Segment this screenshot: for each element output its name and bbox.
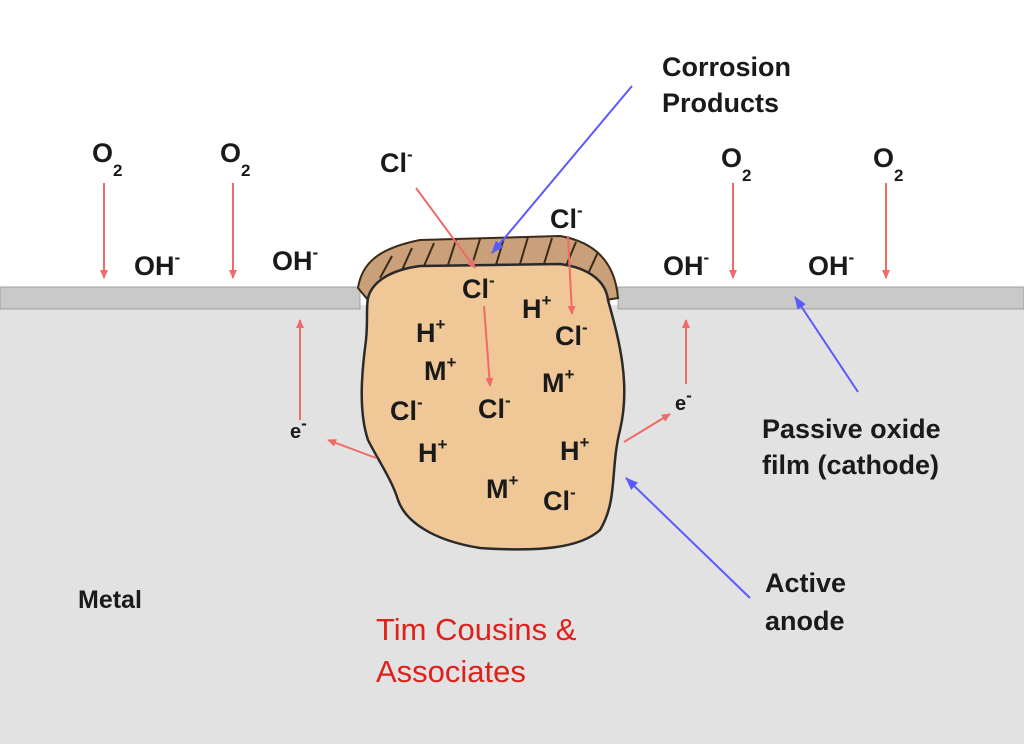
- svg-text:H+: H+: [560, 433, 590, 466]
- chloride-labels: Cl- Cl- Cl- Cl- Cl- Cl- Cl-: [380, 145, 588, 516]
- pointer-lines: [491, 85, 859, 599]
- credit-line2: Associates: [376, 654, 526, 689]
- svg-text:Cl-: Cl-: [478, 391, 511, 424]
- svg-text:OH-: OH-: [663, 248, 709, 281]
- svg-text:H+: H+: [416, 315, 446, 348]
- svg-text:H+: H+: [418, 435, 448, 468]
- svg-text:Cl-: Cl-: [380, 145, 413, 178]
- credit-line1: Tim Cousins &: [376, 612, 577, 647]
- passive-film-right: [617, 286, 1024, 310]
- svg-text:Cl-: Cl-: [550, 201, 583, 234]
- electron-arrows: [296, 319, 690, 459]
- svg-text:H+: H+: [522, 291, 552, 324]
- svg-text:OH-: OH-: [808, 248, 854, 281]
- oxygen-labels: O2 O2 O2 O2: [92, 138, 903, 185]
- svg-text:e-: e-: [290, 414, 307, 443]
- passive-film-left: [0, 286, 361, 310]
- svg-text:O2: O2: [220, 138, 250, 180]
- svg-text:Cl-: Cl-: [543, 483, 576, 516]
- svg-text:M+: M+: [542, 365, 575, 398]
- svg-text:OH-: OH-: [134, 248, 180, 281]
- svg-text:M+: M+: [486, 471, 519, 504]
- svg-text:Cl-: Cl-: [462, 271, 495, 304]
- metal-ion-labels: M+ M+ M+: [424, 353, 575, 504]
- svg-text:OH-: OH-: [272, 243, 318, 276]
- active-anode-label-line2: anode: [765, 606, 845, 636]
- electron-labels: e- e-: [290, 386, 692, 443]
- svg-text:O2: O2: [721, 143, 751, 185]
- svg-text:Cl-: Cl-: [555, 318, 588, 351]
- corrosion-pit: [360, 262, 626, 551]
- passive-film-label-line2: film (cathode): [762, 450, 939, 480]
- corrosion-products-label-line1: Corrosion: [662, 52, 791, 82]
- metal-label: Metal: [78, 586, 142, 614]
- svg-text:M+: M+: [424, 353, 457, 386]
- corrosion-products-label-line2: Products: [662, 88, 779, 118]
- svg-text:O2: O2: [873, 143, 903, 185]
- oxygen-arrows: [100, 183, 890, 279]
- svg-text:Cl-: Cl-: [390, 393, 423, 426]
- active-anode-label-line1: Active: [765, 568, 846, 598]
- passive-film-label-line1: Passive oxide: [762, 414, 941, 444]
- hydrogen-labels: H+ H+ H+ H+: [416, 291, 590, 468]
- hydroxide-labels: OH- OH- OH- OH-: [134, 243, 854, 281]
- svg-text:e-: e-: [675, 386, 692, 415]
- chloride-arrows: [415, 187, 576, 387]
- svg-text:O2: O2: [92, 138, 122, 180]
